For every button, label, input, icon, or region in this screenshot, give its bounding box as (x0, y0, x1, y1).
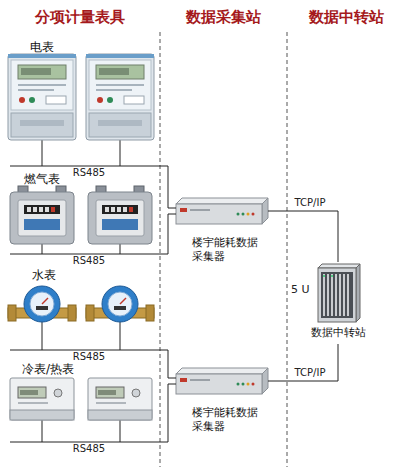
relay-rack (343, 274, 345, 316)
gas-meter (88, 186, 152, 244)
electric-meter (8, 54, 76, 140)
meter-group: 燃气表 (4, 172, 160, 254)
relay-rack (323, 275, 325, 277)
heat-meter (10, 378, 74, 420)
collector-box: 楼宇能耗数据采集器 (176, 366, 268, 446)
relay-box: 数据中转站 (300, 262, 376, 344)
edge-label: RS485 (73, 255, 105, 267)
relay-rack (335, 274, 337, 316)
column-header: 分项计量表具 (35, 8, 125, 26)
meter-wire (42, 320, 43, 350)
meter-group: 电表 (4, 38, 160, 166)
rs485-wire (10, 214, 176, 254)
node-label: 数据中转站 (300, 326, 376, 340)
meter-wire (120, 320, 121, 350)
collector-device (176, 368, 268, 394)
water-meter (86, 286, 154, 322)
meter-wire (120, 420, 121, 442)
network-link (268, 344, 338, 381)
gas-meter (10, 186, 74, 244)
meter-wire (42, 244, 43, 254)
edge-label: RS485 (73, 443, 105, 455)
meter-wire (42, 140, 43, 166)
relay-rack (331, 275, 333, 277)
rs485-wire (10, 166, 176, 208)
column-header: 数据中转站 (309, 8, 384, 26)
relay-rack (321, 272, 353, 318)
edge-label: TCP/IP (295, 197, 326, 209)
column-divider (160, 32, 161, 467)
edge-label: RS485 (73, 351, 105, 363)
node-label: 冷表/热表 (22, 362, 102, 376)
node-label: 楼宇能耗数据采集器 (192, 406, 262, 434)
relay-rack (318, 264, 360, 322)
node-label: 楼宇能耗数据采集器 (192, 236, 262, 264)
relay-rack (327, 274, 329, 316)
heat-meter (88, 378, 152, 420)
meter-group: 冷表/热表 (4, 360, 160, 442)
meter-wire (42, 420, 43, 442)
electric-meter (86, 54, 154, 140)
column-divider (287, 32, 288, 467)
relay-rack (318, 264, 360, 268)
node-label: 电表 (30, 40, 90, 54)
relay-rack (356, 264, 360, 322)
relay-rack (331, 274, 333, 316)
meter-group: 水表 (4, 266, 160, 350)
relay-rack (347, 274, 349, 316)
rs485-wire (10, 384, 176, 442)
meter-wire (120, 140, 121, 166)
collector-box: 楼宇能耗数据采集器 (176, 196, 268, 276)
column-header: 数据采集站 (186, 8, 261, 26)
collector-device (176, 198, 268, 224)
meter-wire (120, 244, 121, 254)
relay-rack (339, 274, 341, 316)
edge-label: RS485 (73, 167, 105, 179)
network-link (268, 211, 338, 262)
relay-rack (323, 274, 325, 316)
unit-label: 5 U (291, 283, 310, 296)
rs485-wire (10, 350, 176, 378)
relay-rack (318, 268, 356, 322)
node-label: 水表 (32, 268, 92, 282)
water-meter (8, 286, 76, 322)
edge-label: TCP/IP (295, 367, 326, 379)
column-divider (160, 32, 287, 467)
